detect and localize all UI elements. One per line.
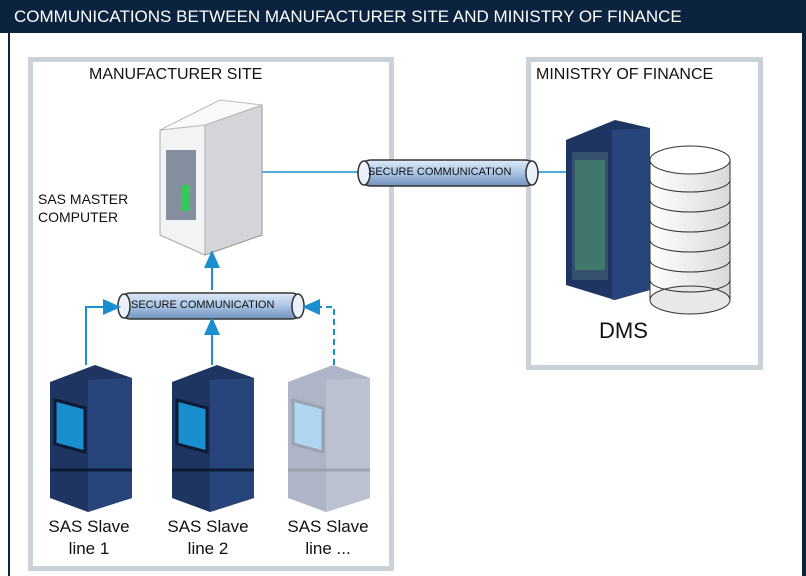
master-label-line2: COMPUTER	[38, 209, 119, 225]
internal-link-label: SECURE COMMUNICATION	[131, 299, 275, 311]
external-link-label: SECURE COMMUNICATION	[368, 166, 512, 178]
external-secure-tube	[357, 159, 539, 187]
slave1-arrow	[85, 299, 121, 365]
slave2-label: SAS Slave line 2	[163, 516, 253, 560]
slave3-device-icon	[288, 365, 370, 512]
master-label-line1: SAS MASTER	[38, 191, 129, 207]
slave2-device-icon	[172, 365, 254, 512]
slave2-label-line1: SAS Slave	[167, 517, 249, 536]
slave3-label: SAS Slave line ...	[283, 516, 373, 560]
database-icon	[649, 145, 731, 315]
slave1-label-line2: line 1	[68, 539, 110, 558]
slave3-arrow	[302, 299, 335, 365]
master-computer-label: SAS MASTER COMPUTER	[38, 190, 128, 226]
slave1-label: SAS Slave line 1	[44, 516, 134, 560]
ministry-title: MINISTRY OF FINANCE	[536, 66, 714, 83]
master-server-icon	[159, 99, 263, 256]
frame-left-border	[8, 33, 10, 576]
slave1-device-icon	[50, 365, 132, 512]
slave3-label-line1: SAS Slave	[287, 517, 369, 536]
dms-label: DMS	[599, 318, 648, 343]
slave3-label-line2: line ...	[305, 539, 351, 558]
diagram-title: COMMUNICATIONS BETWEEN MANUFACTURER SITE…	[0, 0, 806, 33]
frame-right-border	[802, 33, 806, 576]
slave2-label-line2: line 2	[187, 539, 229, 558]
ministry-server-icon	[566, 120, 650, 300]
manufacturer-site-title: MANUFACTURER SITE	[89, 66, 263, 83]
slave1-label-line1: SAS Slave	[48, 517, 130, 536]
